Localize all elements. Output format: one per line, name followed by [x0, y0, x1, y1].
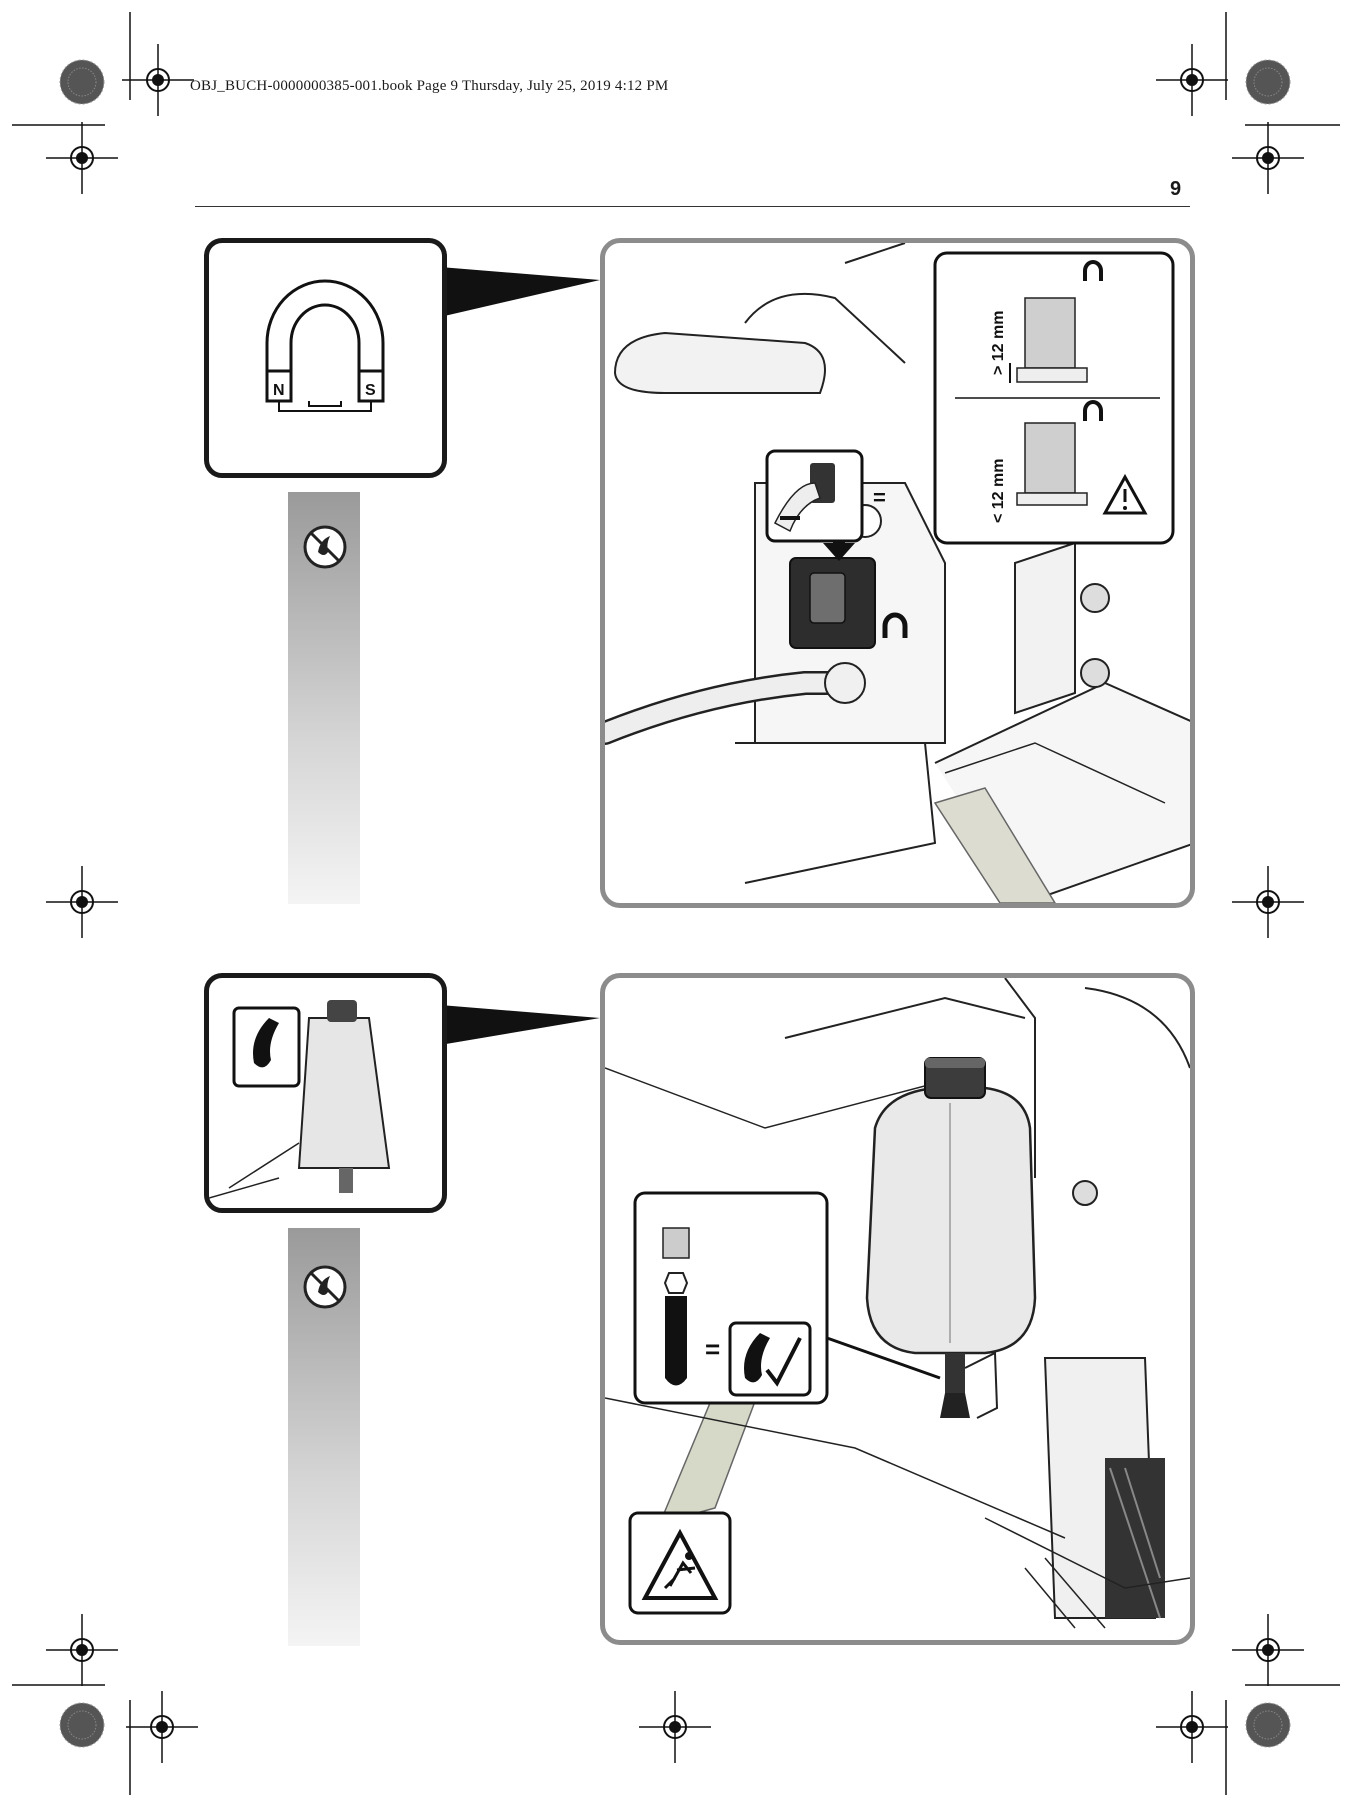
no-oil-icon — [303, 1265, 347, 1309]
magnet-south-label: S — [365, 382, 376, 399]
figure2-main-panel: = — [600, 973, 1195, 1645]
registration-mark-icon — [1231, 1613, 1305, 1687]
oil-drop-check-icon — [744, 1333, 802, 1387]
registration-mark-icon — [45, 1613, 119, 1687]
oil-tank-detail-box — [204, 973, 447, 1213]
magnet-icon: N S — [265, 279, 385, 412]
distance-less-label: < 12 mm — [990, 459, 1007, 523]
registration-mark-icon — [1155, 1690, 1229, 1764]
registration-mark-icon — [1231, 121, 1305, 195]
registration-mark-icon — [45, 865, 119, 939]
registration-mark-icon — [1155, 43, 1229, 117]
callout-pointer — [440, 1005, 600, 1045]
color-wheel-icon — [59, 1702, 105, 1748]
registration-mark-icon — [638, 1690, 712, 1764]
magnet-north-label: N — [273, 382, 285, 399]
page-number: 9 — [1170, 178, 1182, 200]
color-wheel-icon — [1245, 1702, 1291, 1748]
registration-mark-icon — [45, 121, 119, 195]
equals-sign-1: = — [873, 485, 886, 510]
distance-greater-label: > 12 mm — [990, 311, 1007, 375]
color-wheel-icon — [1245, 59, 1291, 105]
oil-drop-icon — [253, 1018, 279, 1068]
color-wheel-icon — [59, 59, 105, 105]
oil-tank-illustration: = — [605, 978, 1190, 1629]
registration-mark-icon — [125, 1690, 199, 1764]
equals-sign-2: = — [705, 1334, 720, 1364]
magnet-detail-box: N S — [204, 238, 447, 478]
callout-pointer — [440, 267, 600, 317]
oil-tank-detail — [209, 1000, 391, 1199]
header-rule — [195, 206, 1190, 207]
figure1-main-panel: = > 12 mm < 12 mm — [600, 238, 1195, 908]
magnetic-drill-illustration: = > 12 mm < 12 mm — [605, 243, 1190, 903]
registration-mark-icon — [121, 43, 195, 117]
no-oil-icon — [303, 525, 347, 569]
warning-triangle-icon — [1102, 473, 1148, 515]
registration-mark-icon — [1231, 865, 1305, 939]
print-header: OBJ_BUCH-0000000385-001.book Page 9 Thur… — [190, 78, 669, 94]
slip-hazard-icon — [628, 1511, 732, 1615]
